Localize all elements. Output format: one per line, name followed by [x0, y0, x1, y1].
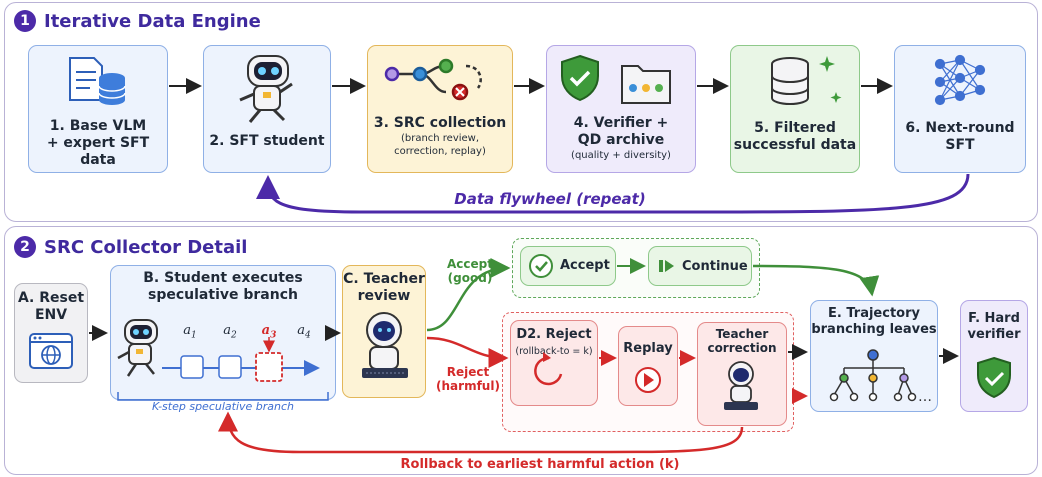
- folder-icon: [621, 65, 671, 104]
- section-1-title: 1 Iterative Data Engine: [14, 10, 261, 32]
- branch-graph-icon: [384, 58, 482, 101]
- continue-to-trajectory-arrow: [752, 264, 880, 297]
- undo-icon: [534, 352, 563, 386]
- section-2-number: 2: [14, 236, 36, 258]
- neural-network-icon: [934, 54, 986, 106]
- kstep-bracket: [117, 392, 329, 401]
- rollback-label: Rollback to earliest harmful action (k): [400, 457, 680, 472]
- step-4-label: 4. Verifier + QD archive: [573, 115, 669, 148]
- action-3-label: a3: [261, 323, 277, 341]
- d2-reject-sub: (rollback-to = k): [515, 346, 593, 357]
- kstep-label: K-step speculative branch: [151, 400, 295, 413]
- flywheel-arrow: [256, 173, 970, 214]
- d2-reject-box: [510, 320, 598, 406]
- browser-globe-icon: [29, 333, 73, 369]
- reject-arrow-label: Reject (harmful): [436, 365, 500, 394]
- replay-box: [618, 326, 678, 406]
- action-2-label: a2: [223, 323, 237, 341]
- step-3-sub: (branch review, correction, replay): [394, 133, 486, 157]
- rollback-arrow: [218, 411, 744, 454]
- document-database-icon: [69, 57, 126, 105]
- flywheel-label: Data flywheel (repeat): [454, 190, 646, 208]
- teacher-correction-label: Teacher correction: [707, 327, 777, 356]
- tree-icon: [829, 349, 917, 402]
- astronaut-teacher-icon: [724, 361, 758, 410]
- state-1-box: [180, 355, 204, 379]
- continue-box-label: Continue: [682, 259, 748, 274]
- robot-student-icon: [239, 55, 293, 123]
- student-branch-label: B. Student executes speculative branch: [143, 270, 303, 303]
- reset-env-label: A. Reset ENV: [17, 290, 85, 323]
- step-2-label: 2. SFT student: [209, 133, 325, 149]
- step-6-label: 6. Next-round SFT: [905, 120, 1015, 153]
- accept-arrow: [426, 258, 511, 332]
- state-3-box: [255, 352, 283, 382]
- trajectory-label: E. Trajectory branching leaves: [811, 306, 937, 337]
- database-sparkle-icon: [771, 56, 842, 105]
- section-2-title-text: SRC Collector Detail: [44, 236, 248, 258]
- shield-check-icon: [561, 54, 599, 102]
- play-forward-icon: [659, 260, 674, 272]
- step-6-box: [894, 45, 1026, 173]
- hard-verifier-label: F. Hard verifier: [967, 311, 1021, 342]
- section-1-title-text: Iterative Data Engine: [44, 10, 261, 32]
- section-2-title: 2 SRC Collector Detail: [14, 236, 247, 258]
- d2-reject-label: D2. Reject: [516, 327, 592, 342]
- action-1-label: a1: [183, 323, 197, 341]
- step-4-sub: (quality + diversity): [571, 150, 671, 161]
- step-5-label: 5. Filtered successful data: [733, 120, 857, 153]
- shield-check-icon: [977, 356, 1011, 399]
- accept-box-label: Accept: [560, 258, 610, 273]
- action-4-label: a4: [297, 323, 311, 341]
- teacher-review-label: C. Teacher review: [343, 271, 425, 304]
- robot-student-icon: [117, 319, 158, 377]
- astronaut-teacher-icon: [362, 312, 408, 378]
- reject-arrow: [426, 336, 509, 368]
- section-1-number: 1: [14, 10, 36, 32]
- replay-label: Replay: [623, 341, 673, 356]
- play-circle-icon: [635, 367, 661, 393]
- iterative-data-engine-panel: [4, 2, 1038, 222]
- state-2-box: [218, 355, 242, 379]
- step-1-label: 1. Base VLM + expert SFT data: [46, 118, 150, 168]
- step-3-label: 3. SRC collection: [373, 115, 507, 131]
- svg-text:…: …: [918, 389, 932, 405]
- check-circle-icon: [529, 254, 553, 278]
